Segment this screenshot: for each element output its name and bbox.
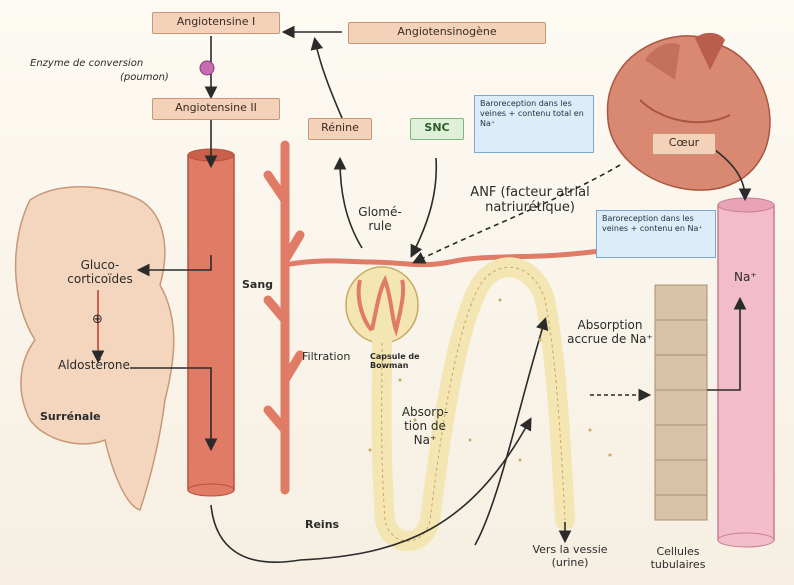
tubular-cells-column: [655, 285, 707, 520]
heart-illustration: [608, 33, 770, 190]
plus-symbol: ⊕: [92, 312, 103, 327]
pink-vessel-top: [718, 198, 774, 212]
blood-vessel-branch: [268, 145, 300, 490]
sang-label: Sang: [242, 278, 273, 291]
vers-vessie-label: Vers la vessie (urine): [530, 543, 610, 569]
surrenale-label: Surrénale: [40, 410, 101, 423]
coeur-box: Cœur: [652, 133, 716, 155]
reins-label: Reins: [305, 518, 339, 531]
enzyme-icon: [200, 61, 214, 75]
absorption-na-label: Absorp-tion de Na⁺: [395, 405, 455, 447]
glomerulus-capsule: [346, 267, 418, 343]
note-heart: Baroreception dans les veines + contenu …: [474, 95, 594, 153]
blood-vessel-main-bottom: [188, 484, 234, 496]
na-plus-label: Na⁺: [734, 270, 757, 284]
pink-vessel-bottom: [718, 533, 774, 547]
enzyme-label: Enzyme de conversion: [30, 58, 143, 69]
glucocorticoides-label: Gluco-corticoïdes: [60, 258, 140, 286]
capsule-bowman-label: Capsule de Bowman: [370, 352, 426, 370]
renine-box: Rénine: [308, 118, 372, 140]
angiotensine-ii-box: Angiotensine II: [152, 98, 280, 120]
angiotensine-i-box: Angiotensine I: [152, 12, 280, 34]
cellules-tubulaires-label: Cellules tubulaires: [640, 545, 716, 571]
note-vessel: Baroreception dans les veines + contenu …: [596, 210, 716, 258]
angiotensinogene-box: Angiotensinogène: [348, 22, 546, 44]
adrenal-gland-shape: [16, 187, 174, 510]
snc-box: SNC: [410, 118, 464, 140]
glomerule-label: Glomé-rule: [350, 205, 410, 233]
poumon-label: (poumon): [120, 72, 169, 83]
filtration-label: Filtration: [302, 350, 350, 363]
aldosterone-label: Aldostérone: [58, 358, 130, 372]
absorption-accrue-label: Absorption accrue de Na⁺: [565, 318, 655, 346]
anf-label: ANF (facteur atrial natriurétique): [455, 185, 605, 215]
pink-vessel: [718, 205, 774, 540]
arteriole: [285, 244, 640, 265]
